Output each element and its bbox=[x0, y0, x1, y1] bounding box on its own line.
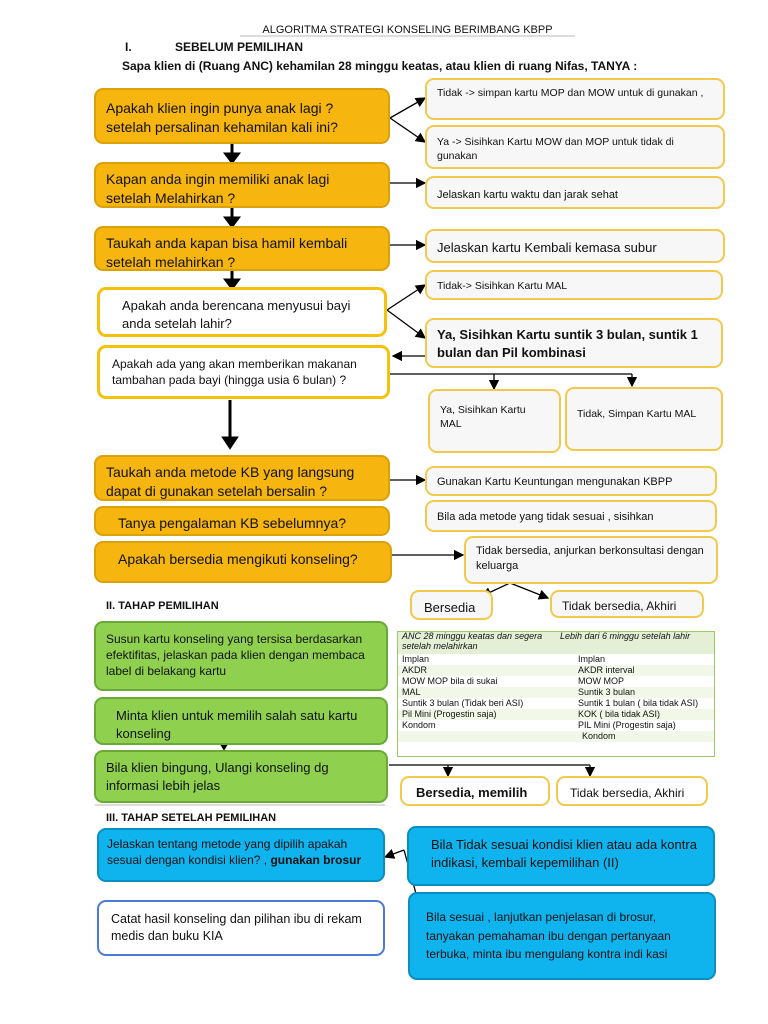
table-cell: PIL Mini (Progestin saja) bbox=[578, 720, 676, 730]
step-record-results: Catat hasil konseling dan pilihan ibu di… bbox=[97, 900, 385, 956]
question-willing-counseling: Apakah bersedia mengikuti konseling? bbox=[94, 541, 392, 583]
question-want-more-children: Apakah klien ingin punya anak lagi ? set… bbox=[94, 88, 390, 144]
outcome-suitable-continue: Bila sesuai , lanjutkan penjelasan di br… bbox=[408, 892, 716, 980]
question-plan-breastfeed: Apakah anda berencana menyusui bayi anda… bbox=[97, 287, 387, 337]
table-cell: Suntik 1 bulan ( bila tidak ASI) bbox=[578, 698, 699, 708]
answer-not-willing-end: Tidak bersedia, Akhiri bbox=[550, 590, 704, 618]
answer-no-keep-mop-mow: Tidak -> simpan kartu MOP dan MOW untuk … bbox=[425, 78, 725, 120]
table-cell: MOW MOP bila di sukai bbox=[402, 676, 498, 686]
page-title: ALGORITMA STRATEGI KONSELING BERIMBANG K… bbox=[262, 24, 553, 36]
section-1-number: I. bbox=[125, 40, 132, 54]
section-2-title: II. TAHAP PEMILIHAN bbox=[106, 600, 219, 612]
table-cell: Kondom bbox=[556, 731, 714, 742]
step-client-choose-card: Minta klien untuk memilih salah satu kar… bbox=[94, 697, 388, 745]
answer-explain-return-fertility: Jelaskan kartu Kembali kemasa subur bbox=[425, 229, 725, 263]
section-3-title: III. TAHAP SETELAH PEMILIHAN bbox=[106, 812, 277, 824]
step-repeat-counseling: Bila klien bingung, Ulangi konseling dg … bbox=[94, 750, 388, 803]
question-previous-kb-experience: Tanya pengalaman KB sebelumnya? bbox=[94, 506, 390, 536]
table-header-after-6-weeks: Lebih dari 6 minggu setelah lahir bbox=[560, 631, 691, 641]
method-table: ANC 28 minggu keatas dan segera setelah … bbox=[397, 631, 715, 757]
table-header-anc: ANC 28 minggu keatas dan segera setelah … bbox=[402, 631, 543, 651]
table-cell bbox=[398, 731, 556, 742]
answer-willing: Bersedia bbox=[410, 590, 493, 620]
table-cell: AKDR bbox=[398, 665, 556, 676]
answer-not-willing-consult-family: Tidak bersedia, anjurkan berkonsultasi d… bbox=[464, 536, 718, 584]
answer-no-keep-mal: Tidak, Simpan Kartu MAL bbox=[565, 387, 723, 451]
step-explain-method-brochure: Jelaskan tentang metode yang dipilih apa… bbox=[97, 828, 385, 882]
question-supplementary-food: Apakah ada yang akan memberikan makanan … bbox=[97, 345, 390, 399]
question-when-next-child: Kapan anda ingin memiliki anak lagi sete… bbox=[94, 162, 390, 208]
section-1-intro: Sapa klien di (Ruang ANC) kehamilan 28 m… bbox=[122, 59, 638, 73]
answer-no-set-aside-mal: Tidak-> Sisihkan Kartu MAL bbox=[425, 270, 723, 300]
decision-not-willing-end: Tidak bersedia, Akhiri bbox=[556, 776, 708, 806]
table-cell: AKDR interval bbox=[556, 665, 714, 676]
answer-yes-set-aside-mal: Ya, Sisihkan Kartu MAL bbox=[428, 389, 561, 453]
table-cell: Kondom bbox=[402, 720, 436, 730]
step-use-brochure-emphasis: gunakan brosur bbox=[270, 853, 362, 868]
answer-yes-set-aside-injectables-pills: Ya, Sisihkan Kartu suntik 3 bulan, sunti… bbox=[425, 318, 723, 368]
table-cell: Pil Mini (Progestin saja) bbox=[398, 709, 556, 720]
table-cell: Implan bbox=[402, 654, 430, 664]
outcome-not-suitable-return: Bila Tidak sesuai kondisi klien atau ada… bbox=[407, 826, 715, 886]
table-cell: Suntik 3 bulan bbox=[556, 687, 714, 698]
answer-explain-healthy-spacing: Jelaskan kartu waktu dan jarak sehat bbox=[425, 176, 725, 209]
question-when-fertile-again: Taukah anda kapan bisa hamil kembali set… bbox=[94, 226, 390, 271]
answer-yes-set-aside-mow-mop: Ya -> Sisihkan Kartu MOW dan MOP untuk t… bbox=[425, 125, 725, 169]
question-immediate-postpartum-kb: Taukah anda metode KB yang langsung dapa… bbox=[94, 455, 390, 501]
table-cell: Implan bbox=[578, 654, 606, 664]
decision-willing-choose: Bersedia, memilih bbox=[400, 776, 550, 806]
table-cell: KOK ( bila tidak ASI) bbox=[556, 709, 714, 720]
table-cell: MOW MOP bbox=[578, 676, 624, 686]
answer-set-aside-unsuitable-methods: Bila ada metode yang tidak sesuai , sisi… bbox=[425, 500, 717, 532]
table-cell: Suntik 3 bulan (Tidak beri ASI) bbox=[402, 698, 524, 708]
section-1-title: SEBELUM PEMILIHAN bbox=[175, 40, 304, 54]
table-cell: MAL bbox=[398, 687, 556, 698]
step-arrange-cards: Susun kartu konseling yang tersisa berda… bbox=[94, 621, 388, 691]
step-explain-text: Jelaskan tentang metode yang dipilih apa… bbox=[107, 837, 348, 868]
answer-use-benefit-card: Gunakan Kartu Keuntungan mengunakan KBPP bbox=[425, 466, 717, 496]
